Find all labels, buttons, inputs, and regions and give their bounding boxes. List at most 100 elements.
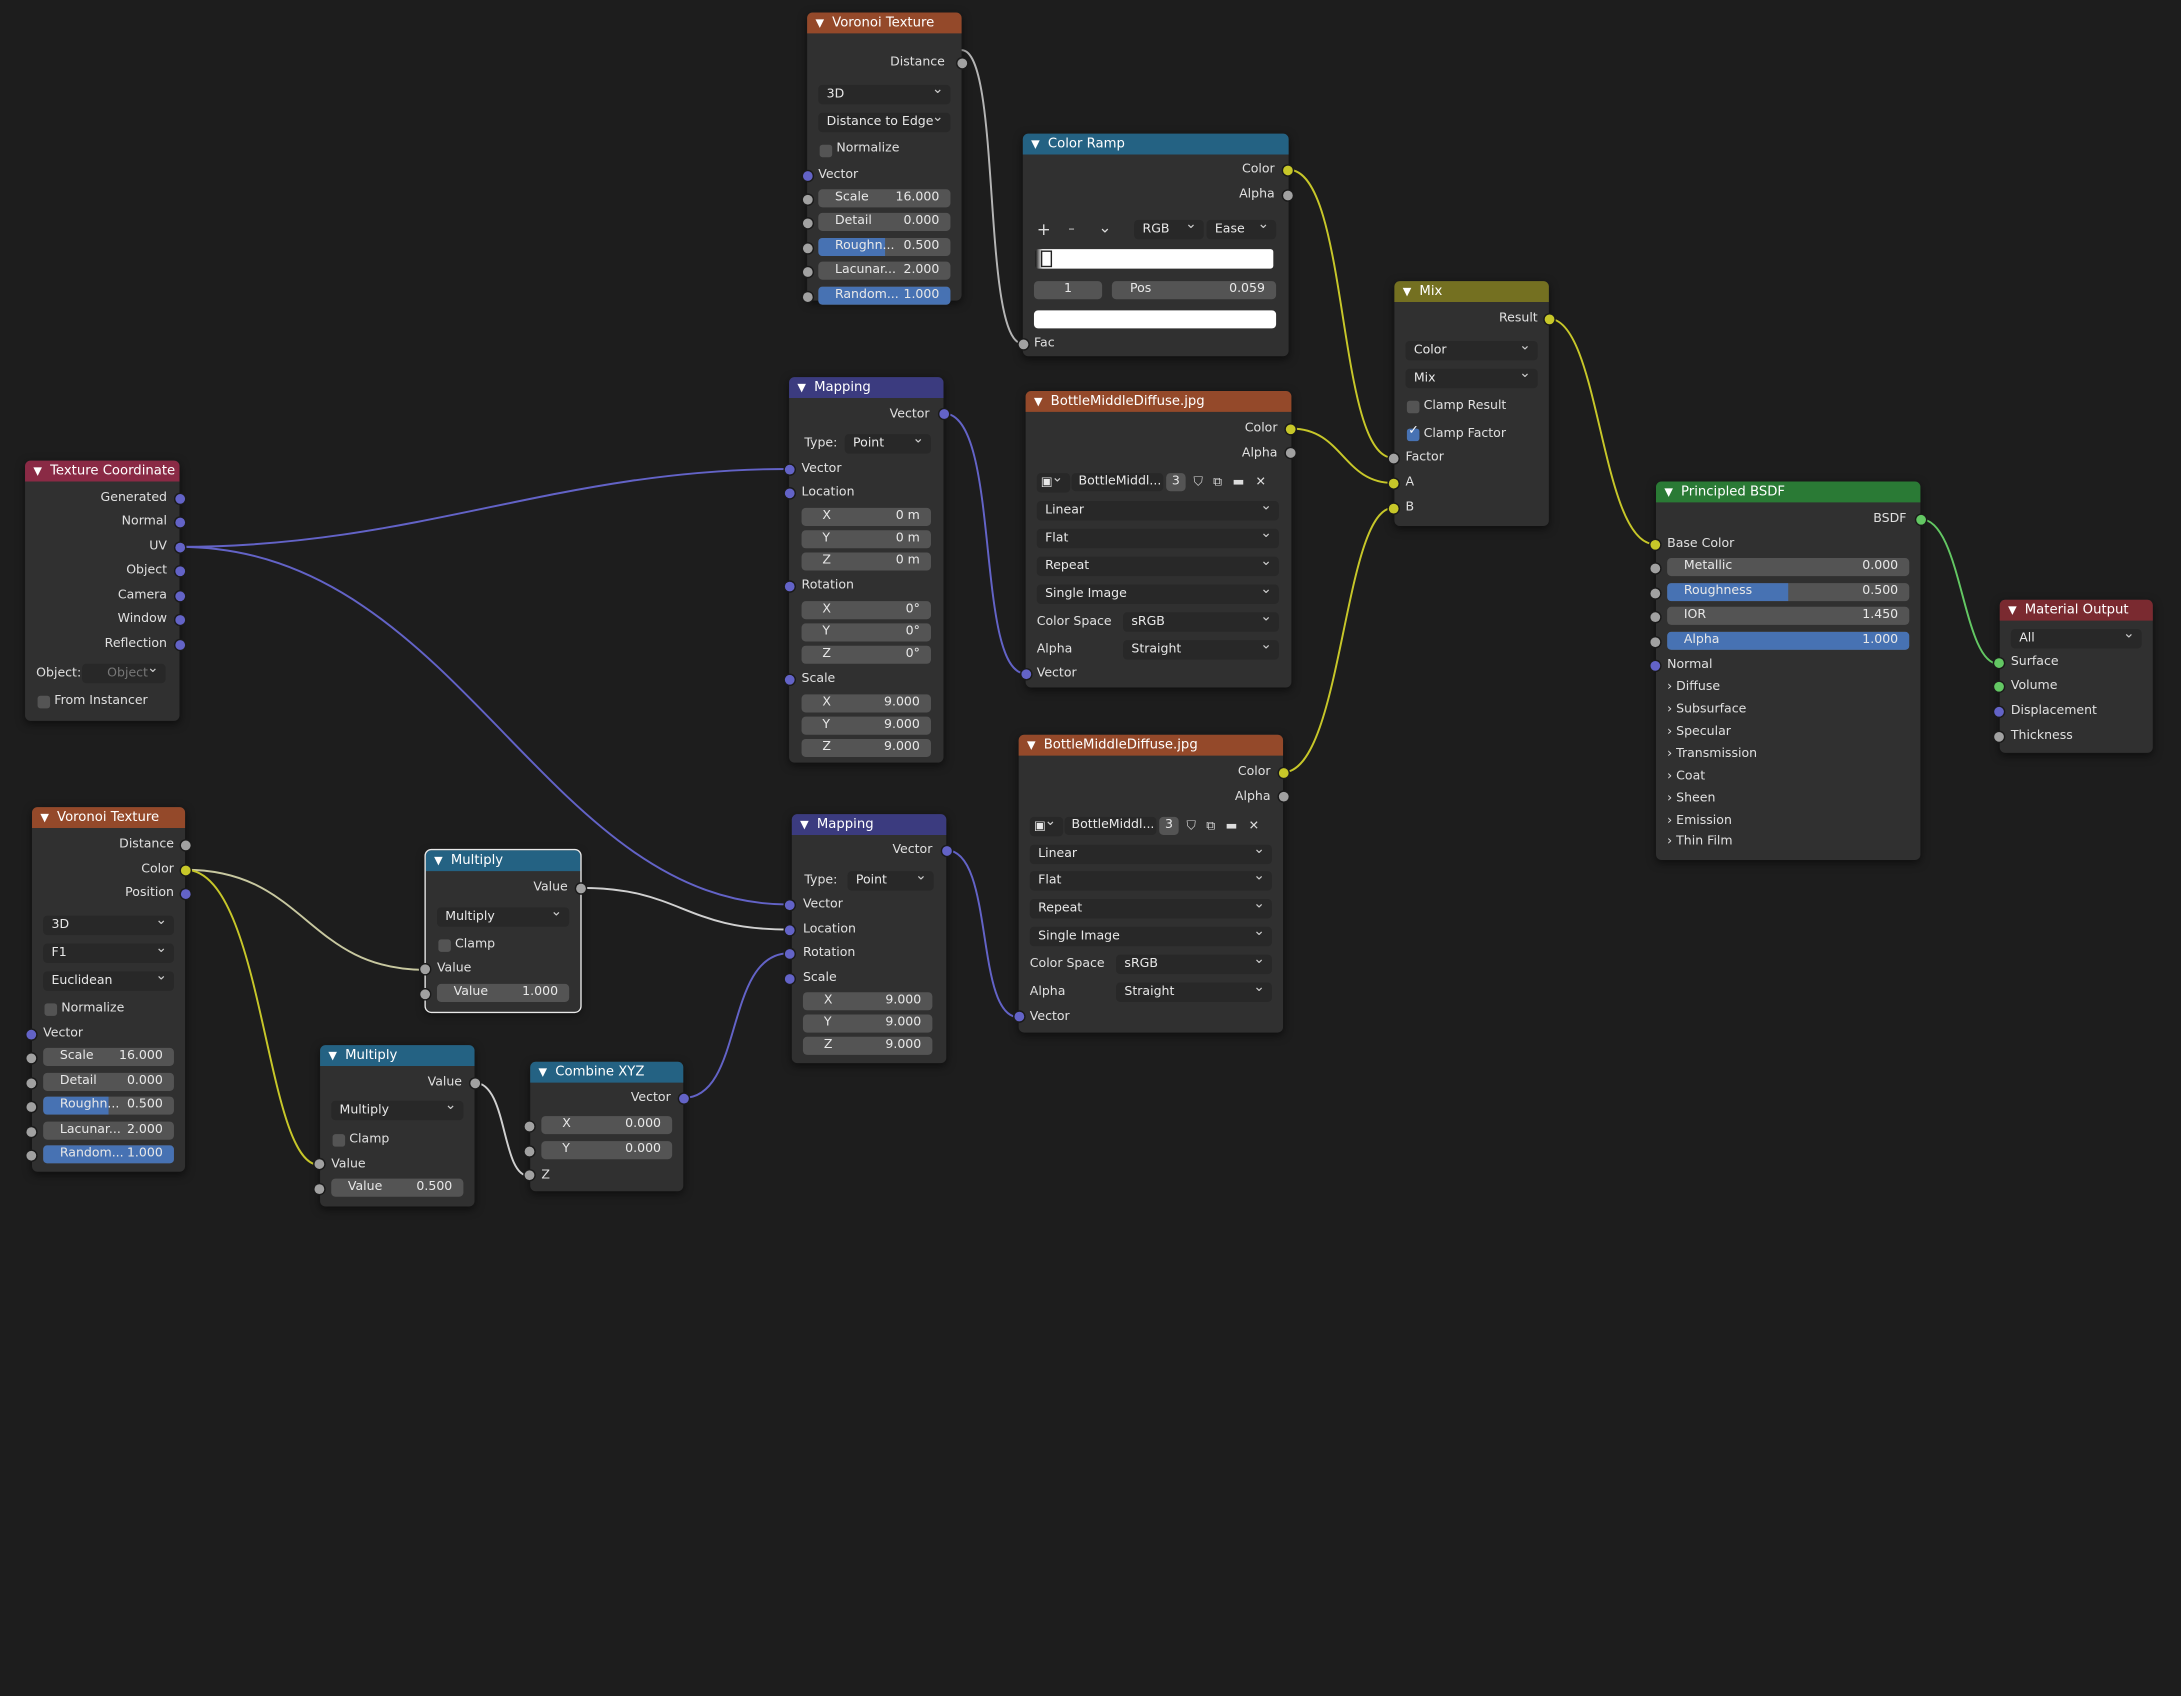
node-header[interactable]: ▼Voronoi Texture xyxy=(32,807,186,829)
mapping-node-bottom[interactable]: ▼Mapping Vector Type: Point Vector Locat… xyxy=(784,814,952,1064)
socket-alpha-out[interactable] xyxy=(1285,448,1296,458)
socket-vector-in[interactable] xyxy=(802,171,813,181)
roughness-field[interactable]: Roughn...0.500 xyxy=(818,237,951,257)
node-header[interactable]: ▼BottleMiddleDiffuse.jpg xyxy=(1025,391,1292,412)
feature-dropdown[interactable]: Distance to Edge xyxy=(818,112,951,133)
socket-result-out[interactable] xyxy=(1544,314,1555,325)
socket-ior-in[interactable] xyxy=(1650,612,1661,623)
folder-icon[interactable]: ▬ xyxy=(1232,475,1245,490)
node-header[interactable]: ▼Multiply xyxy=(320,1045,475,1066)
render-target-dropdown[interactable]: All xyxy=(2010,629,2142,649)
socket-distance-out[interactable] xyxy=(957,58,968,69)
socket-location-in[interactable] xyxy=(784,488,795,499)
socket-window-out[interactable] xyxy=(175,615,186,625)
chevron-down-icon[interactable]: ▼ xyxy=(538,1065,548,1079)
socket-normal-out[interactable] xyxy=(175,517,186,528)
duplicate-icon[interactable]: ⧉ xyxy=(1213,475,1223,490)
node-header[interactable]: ▼BottleMiddleDiffuse.jpg xyxy=(1018,734,1284,756)
node-header[interactable]: ▼Principled BSDF xyxy=(1656,481,1921,503)
socket-b-in[interactable] xyxy=(1388,503,1399,514)
socket-lacunarity-in[interactable] xyxy=(802,267,813,277)
socket-scale-in[interactable] xyxy=(26,1053,37,1064)
operation-dropdown[interactable]: Multiply xyxy=(331,1100,464,1121)
socket-vector-in[interactable] xyxy=(26,1029,37,1040)
chevron-down-icon[interactable]: ▼ xyxy=(1031,137,1040,151)
socket-normal-in[interactable] xyxy=(1650,661,1661,671)
node-header[interactable]: ▼Combine XYZ xyxy=(530,1061,684,1083)
socket-roughness-in[interactable] xyxy=(802,243,813,254)
voronoi-texture-node-top[interactable]: ▼Voronoi Texture Distance 3D Distance to… xyxy=(802,12,968,305)
node-header[interactable]: ▼Texture Coordinate xyxy=(25,460,180,482)
node-header[interactable]: ▼Mapping xyxy=(791,814,947,835)
socket-base-color-in[interactable] xyxy=(1650,539,1661,550)
color-space-dropdown[interactable]: sRGB xyxy=(1123,612,1279,632)
multiply-node-top[interactable]: ▼Multiply Value Multiply Clamp Value Val… xyxy=(420,848,586,1014)
socket-alpha-out[interactable] xyxy=(1278,791,1289,802)
image-texture-node-top[interactable]: ▼BottleMiddleDiffuse.jpg Color Alpha ▣ B… xyxy=(1021,391,1296,688)
socket-vector-in[interactable] xyxy=(1021,669,1032,680)
socket-roughness-in[interactable] xyxy=(1650,588,1661,599)
chevron-down-icon[interactable]: ▼ xyxy=(328,1049,337,1062)
mix-node[interactable]: ▼Mix Result Color Mix Clamp Result Clamp… xyxy=(1388,281,1555,527)
panel-emission[interactable]: › Emission xyxy=(1667,814,1732,829)
socket-value-in-2[interactable] xyxy=(314,1184,325,1194)
fake-user-shield-icon[interactable]: ⛉ xyxy=(1186,819,1196,834)
mapping-type-dropdown[interactable]: Point xyxy=(847,871,934,891)
lacunarity-field[interactable]: Lacunar...2.000 xyxy=(43,1121,174,1140)
socket-color-out[interactable] xyxy=(180,865,191,876)
panel-thin-film[interactable]: › Thin Film xyxy=(1667,834,1733,849)
image-name-field[interactable]: BottleMiddl... xyxy=(1071,473,1164,492)
node-header[interactable]: ▼Material Output xyxy=(1999,599,2153,621)
ramp-stop-handle[interactable] xyxy=(1040,250,1053,268)
socket-roughness-in[interactable] xyxy=(26,1102,37,1112)
socket-scale-in[interactable] xyxy=(784,674,795,685)
fake-user-shield-icon[interactable]: ⛉ xyxy=(1193,475,1203,490)
extension-dropdown[interactable]: Repeat xyxy=(1029,898,1272,919)
multiply-node-bottom[interactable]: ▼Multiply Value Multiply Clamp Value Val… xyxy=(314,1045,481,1207)
stop-color-swatch[interactable] xyxy=(1033,310,1277,329)
interpolation-dropdown[interactable]: Linear xyxy=(1029,844,1272,865)
duplicate-icon[interactable]: ⧉ xyxy=(1206,819,1216,834)
socket-color-out[interactable] xyxy=(1285,424,1296,435)
interpolation-dropdown[interactable]: Linear xyxy=(1036,500,1279,521)
socket-scale-in[interactable] xyxy=(802,194,813,205)
socket-value-in-1[interactable] xyxy=(314,1159,325,1169)
image-browse-button[interactable]: ▣ xyxy=(1036,473,1071,493)
socket-metallic-in[interactable] xyxy=(1650,563,1661,574)
clamp-checkbox[interactable] xyxy=(438,939,451,952)
socket-uv-out[interactable] xyxy=(175,542,186,553)
socket-vector-out[interactable] xyxy=(942,846,952,856)
socket-object-out[interactable] xyxy=(175,566,186,577)
clamp-factor-checkbox[interactable] xyxy=(1406,424,1420,442)
from-instancer-checkbox[interactable] xyxy=(37,695,51,709)
socket-vector-out[interactable] xyxy=(939,409,950,419)
image-texture-node-bottom[interactable]: ▼BottleMiddleDiffuse.jpg Color Alpha ▣ B… xyxy=(1014,734,1289,1033)
socket-generated-out[interactable] xyxy=(175,494,186,504)
node-header[interactable]: ▼Voronoi Texture xyxy=(807,12,962,34)
socket-alpha-out[interactable] xyxy=(1283,190,1293,201)
normalize-checkbox[interactable] xyxy=(819,144,833,158)
node-header[interactable]: ▼Mapping xyxy=(789,377,944,398)
chevron-down-icon[interactable]: ▼ xyxy=(797,381,806,394)
projection-dropdown[interactable]: Flat xyxy=(1029,871,1272,891)
interpolation-dropdown[interactable]: Ease xyxy=(1206,219,1277,240)
socket-bsdf-out[interactable] xyxy=(1916,514,1926,525)
socket-fac-in[interactable] xyxy=(1018,339,1029,350)
socket-value-in-1[interactable] xyxy=(420,964,431,975)
remove-stop-button[interactable]: – xyxy=(1068,222,1075,237)
normalize-checkbox[interactable] xyxy=(44,1003,58,1016)
blend-mode-dropdown[interactable]: Mix xyxy=(1405,368,1538,389)
socket-z-in[interactable] xyxy=(524,1170,535,1181)
panel-specular[interactable]: › Specular xyxy=(1667,725,1731,739)
